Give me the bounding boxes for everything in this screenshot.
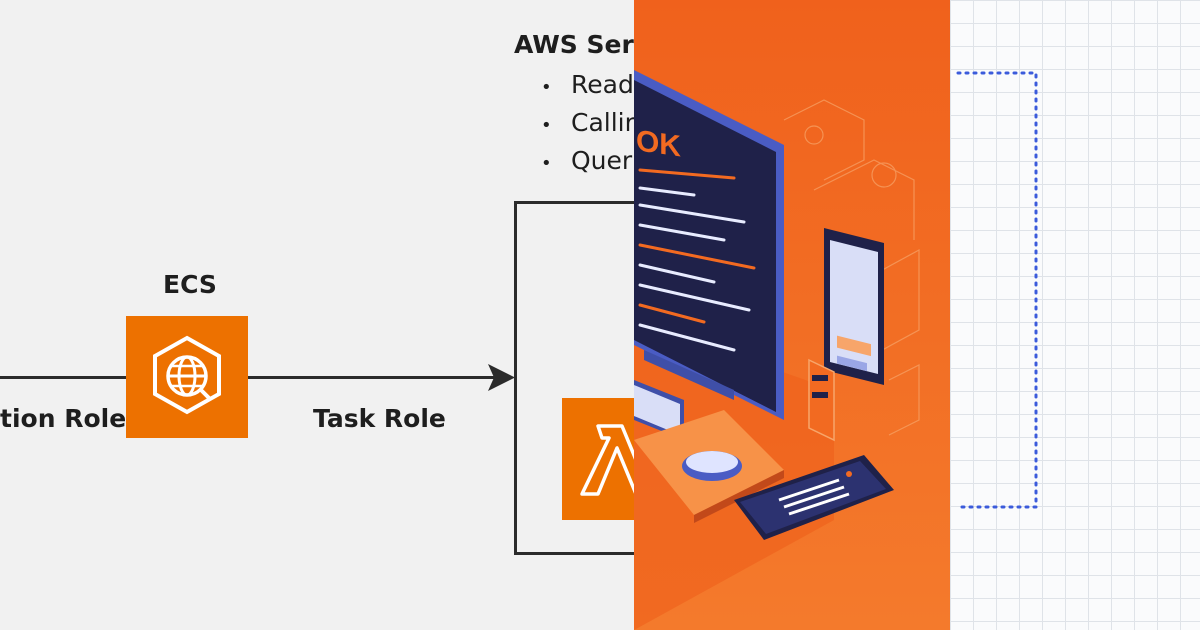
- lambda-service-icon: [562, 398, 634, 520]
- bullet-text: Callir: [571, 108, 634, 137]
- execution-role-connector: [0, 376, 126, 379]
- aws-diagram-panel: AWS Serv • Read • Callir • Quer ECS tion Ro…: [0, 30, 634, 555]
- developer-workstation-illustration: OK: [634, 0, 950, 630]
- bullet-item: • Read: [541, 70, 634, 99]
- task-role-connector: [248, 376, 496, 379]
- bullet-icon: •: [541, 77, 552, 98]
- bullet-item: • Quer: [541, 146, 632, 175]
- task-role-label: Task Role: [313, 404, 446, 433]
- bullet-item: • Callir: [541, 108, 634, 137]
- lambda-icon: [580, 424, 634, 496]
- execution-role-label: tion Role: [0, 404, 127, 433]
- bullet-icon: •: [541, 153, 552, 174]
- screen-text: OK: [636, 124, 681, 163]
- ecs-label: ECS: [163, 270, 217, 299]
- ecs-anywhere-icon: [153, 335, 221, 415]
- aws-services-heading: AWS Serv: [514, 30, 634, 59]
- service-container-box: [514, 201, 634, 555]
- dotted-connector-path: [956, 71, 1038, 509]
- bullet-text: Read: [571, 70, 634, 99]
- developer-illustration-panel: OK: [634, 0, 950, 630]
- ecs-service-icon: [126, 316, 248, 438]
- bullet-icon: •: [541, 115, 552, 136]
- bullet-text: Quer: [571, 146, 633, 175]
- grid-canvas-panel: [950, 0, 1200, 630]
- arrowhead-icon: [488, 364, 515, 391]
